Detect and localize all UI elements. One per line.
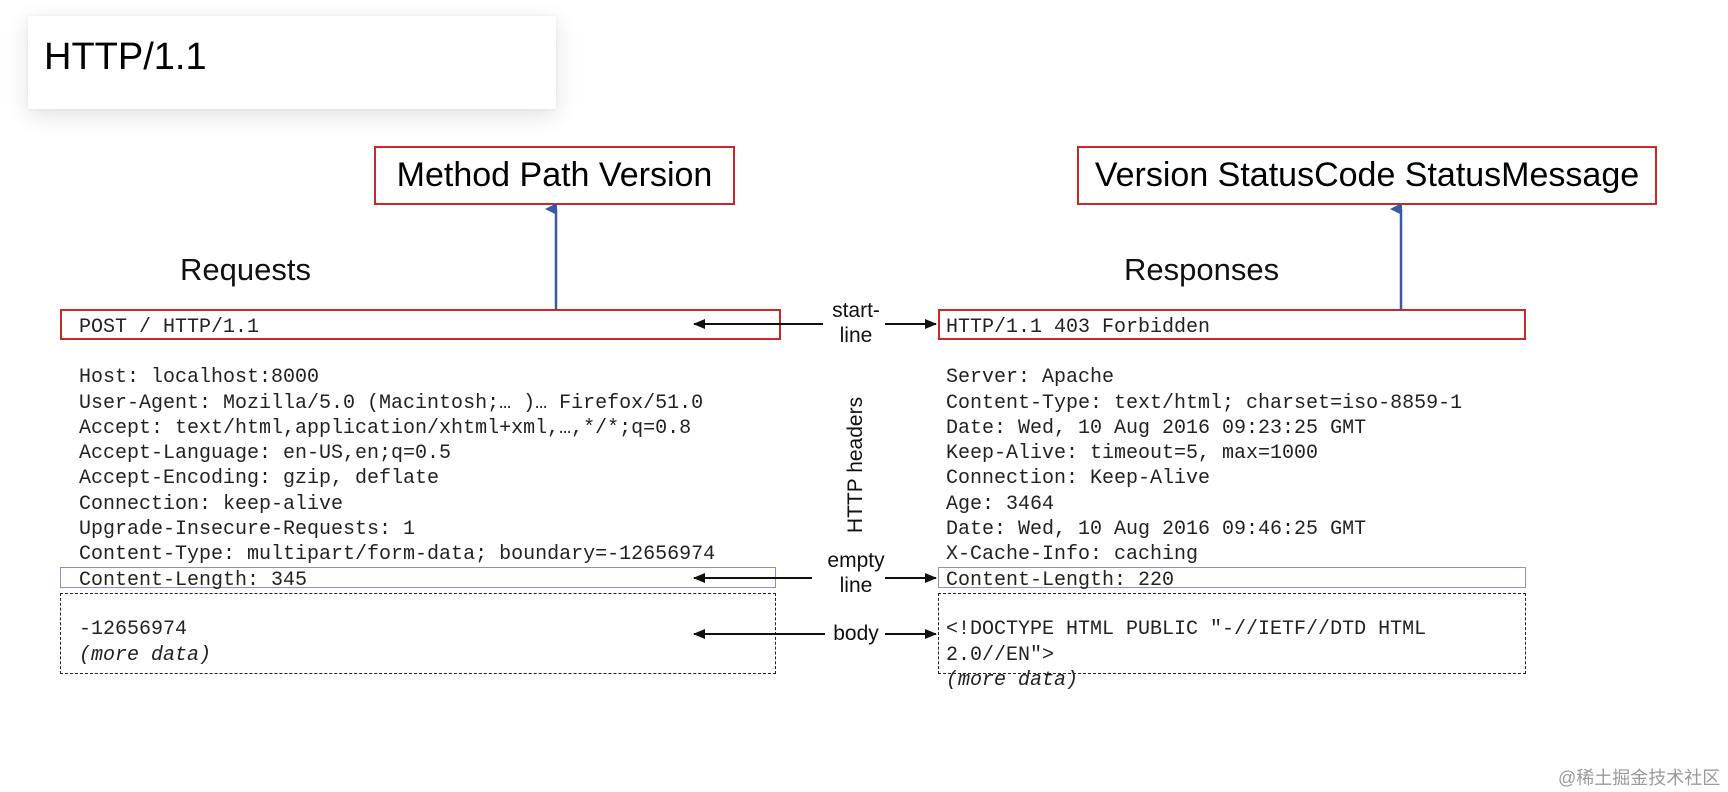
response-body-line: 2.0//EN"> (946, 643, 1055, 667)
request-line-label: Method Path Version (396, 156, 713, 194)
response-body-text: <!DOCTYPE HTML PUBLIC "-//IETF//DTD HTML… (946, 592, 1426, 718)
request-body-line: -12656974 (79, 618, 188, 642)
response-line-label-box: Version StatusCode StatusMessage (1077, 146, 1657, 205)
request-body-text: -12656974(more data) (79, 592, 211, 693)
watermark: @稀土掘金技术社区 (1558, 768, 1721, 788)
response-line-label: Version StatusCode StatusMessage (1094, 156, 1640, 194)
response-header-line: Server: Apache (946, 366, 1115, 390)
response-start-line: HTTP/1.1 403 Forbidden (946, 316, 1211, 339)
response-body-box (938, 593, 1526, 674)
response-header-line: Age: 3464 (946, 492, 1055, 516)
response-body-line: <!DOCTYPE HTML PUBLIC "-//IETF//DTD HTML (946, 618, 1427, 642)
response-header-line: X-Cache-Info: caching (946, 543, 1199, 567)
request-header-line: Accept: text/html,application/xhtml+xml,… (79, 416, 692, 440)
request-header-line: Connection: keep-alive (79, 492, 344, 516)
response-header-line: Connection: Keep-Alive (946, 467, 1211, 491)
request-header-line: Accept-Language: en-US,en;q=0.5 (79, 442, 452, 466)
request-body-more: (more data) (79, 643, 212, 667)
body-label: body (833, 622, 879, 645)
response-empty-line-box (938, 567, 1526, 588)
request-start-line: POST / HTTP/1.1 (79, 316, 260, 339)
request-header-line: Content-Length: 345 (79, 568, 308, 592)
request-header-line: Content-Type: multipart/form-data; bound… (79, 543, 716, 567)
requests-heading: Requests (180, 252, 311, 287)
page-title: HTTP/1.1 (44, 36, 207, 78)
response-header-line: Date: Wed, 10 Aug 2016 09:46:25 GMT (946, 518, 1367, 542)
responses-heading: Responses (1124, 252, 1280, 287)
response-header-line: Content-Length: 220 (946, 568, 1175, 592)
empty-line-label: empty line (827, 549, 885, 597)
start-line-label: start- line (832, 299, 880, 347)
response-header-line: Keep-Alive: timeout=5, max=1000 (946, 442, 1319, 466)
request-header-line: Host: localhost:8000 (79, 366, 320, 390)
response-header-line: Content-Type: text/html; charset=iso-885… (946, 391, 1463, 415)
response-start-line-box (938, 309, 1526, 340)
response-body-more: (more data) (946, 668, 1079, 692)
response-header-line: Date: Wed, 10 Aug 2016 09:23:25 GMT (946, 416, 1367, 440)
title-card (28, 16, 556, 109)
request-header-line: Upgrade-Insecure-Requests: 1 (79, 518, 416, 542)
request-header-line: Accept-Encoding: gzip, deflate (79, 467, 440, 491)
request-header-line: User-Agent: Mozilla/5.0 (Macintosh;… )… … (79, 391, 704, 415)
